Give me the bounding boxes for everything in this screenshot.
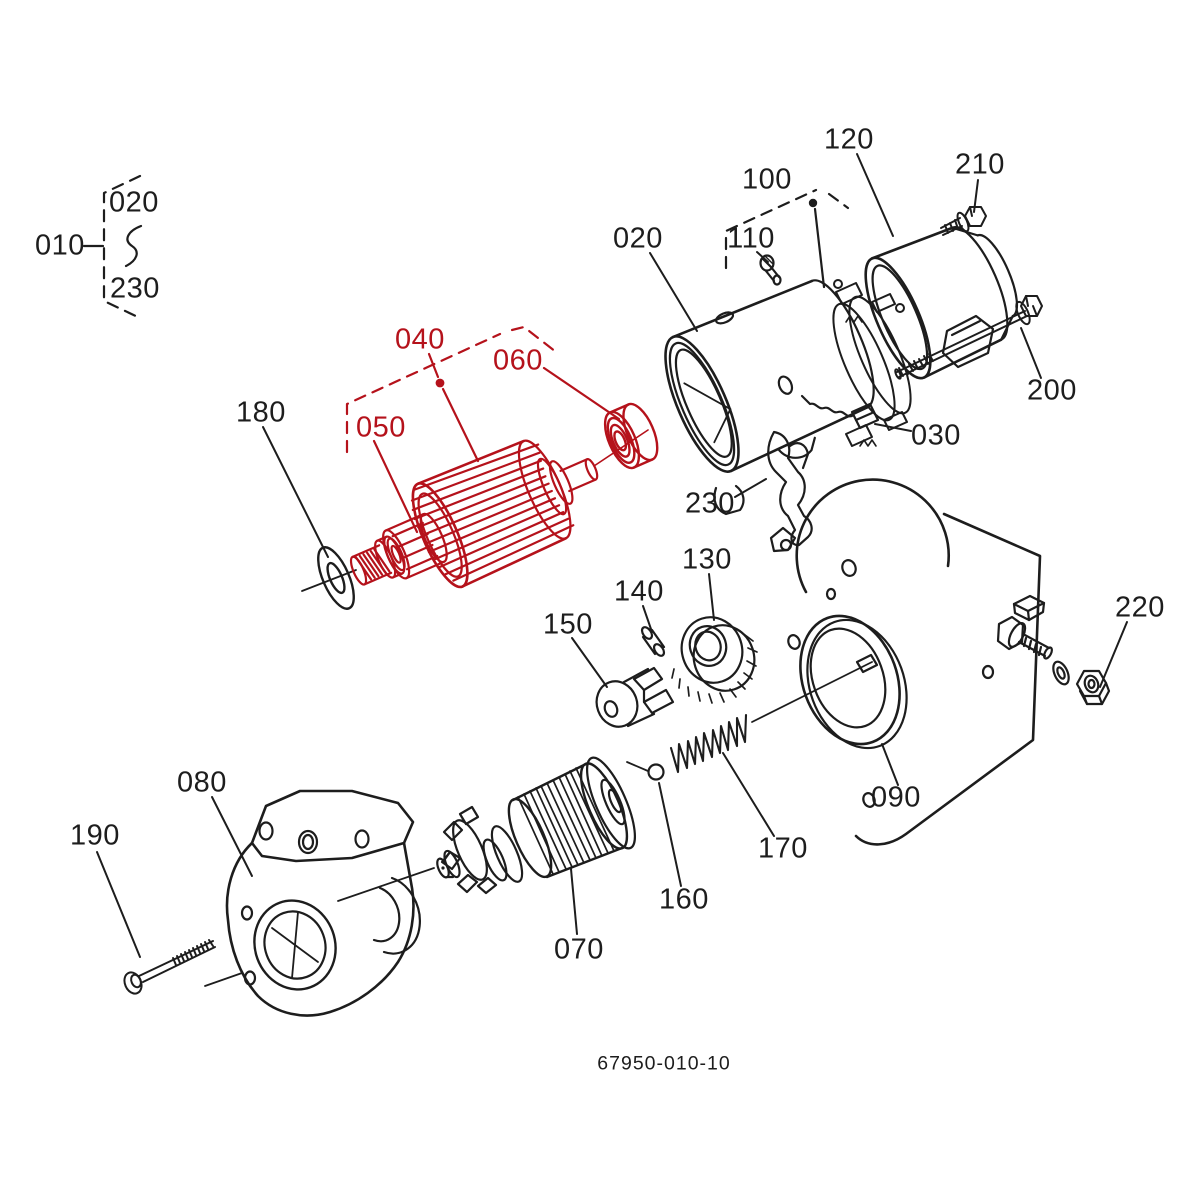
part-callout-100: 100	[742, 163, 792, 196]
part-callout-210: 210	[955, 148, 1005, 181]
washer-180-drawing	[317, 546, 355, 610]
part-callout-030: 030	[911, 419, 961, 452]
part-callout-080: 080	[177, 766, 227, 799]
yoke-020-drawing	[664, 279, 875, 516]
armature-core	[349, 439, 599, 589]
lever-pivot-bracket	[713, 484, 745, 516]
group-dot	[808, 198, 818, 208]
part-callout-170: 170	[758, 832, 808, 865]
drawing-number: 67950-010-10	[597, 1052, 731, 1075]
screw-110-drawing	[759, 254, 782, 286]
part-callout-200: 200	[1027, 374, 1077, 407]
part-callout-220: 220	[1115, 591, 1165, 624]
brush-spring-icon	[845, 315, 863, 323]
part-callout-090: 090	[871, 781, 921, 814]
part-callout-160: 160	[659, 883, 709, 916]
ball-160-drawing	[647, 763, 665, 781]
part-callout-040: 040	[395, 323, 445, 356]
keyway	[855, 653, 879, 674]
group-reference-bracket	[82, 174, 143, 320]
clutch-070-drawing	[436, 756, 636, 895]
spring-170-drawing	[669, 713, 748, 774]
part-callout-140: 140	[614, 575, 664, 608]
screw-190-drawing	[123, 939, 216, 995]
bolt-bracket-band	[941, 314, 995, 369]
brush-holder-group-bracket	[724, 188, 850, 289]
range-squiggle-icon	[124, 224, 143, 268]
part-callout-070: 070	[554, 933, 604, 966]
part-callout-060: 060	[493, 344, 543, 377]
part-callout-020: 020	[613, 222, 663, 255]
terminal-stud-drawing	[996, 615, 1053, 660]
end-frame-080-drawing	[225, 789, 421, 1017]
part-callout-190: 190	[70, 819, 120, 852]
part-callout-110: 110	[727, 222, 775, 255]
part-callout-230: 230	[110, 272, 160, 305]
part-callout-130: 130	[682, 543, 732, 576]
bearing-060-drawing	[603, 402, 659, 470]
group-dot-red	[435, 378, 445, 388]
part-callout-050: 050	[356, 411, 406, 444]
bearing-130-drawing	[671, 616, 758, 704]
bolt-210-drawing	[940, 206, 987, 236]
part-callout-180: 180	[236, 396, 286, 429]
drum-ribs	[517, 767, 615, 875]
part-callout-150: 150	[543, 608, 593, 641]
wire-squiggle	[800, 394, 854, 418]
part-callout-020: 020	[109, 186, 159, 219]
shift-lever-230-drawing	[767, 430, 813, 553]
lock-washer-drawing	[1052, 660, 1070, 686]
part-callout-120: 120	[824, 123, 874, 156]
brush-holder-100-drawing	[832, 279, 912, 447]
housing-090-drawing	[787, 478, 1111, 846]
coupling-150-drawing	[595, 666, 675, 728]
lever-foot-tab	[769, 526, 797, 553]
through-bolt-200-drawing	[894, 295, 1043, 380]
assembly-axis-lines	[204, 569, 873, 987]
part-callout-010: 010	[35, 229, 85, 262]
knurl-teeth	[671, 634, 758, 704]
pin-140-drawing	[640, 626, 666, 657]
armature-040-drawing	[345, 325, 659, 589]
nut-220-drawing	[1075, 669, 1111, 706]
lead-wire-030-drawing	[800, 394, 880, 430]
leader-lines	[96, 153, 1128, 958]
part-callout-230: 230	[685, 487, 735, 520]
brush-spring-icon	[859, 439, 877, 447]
